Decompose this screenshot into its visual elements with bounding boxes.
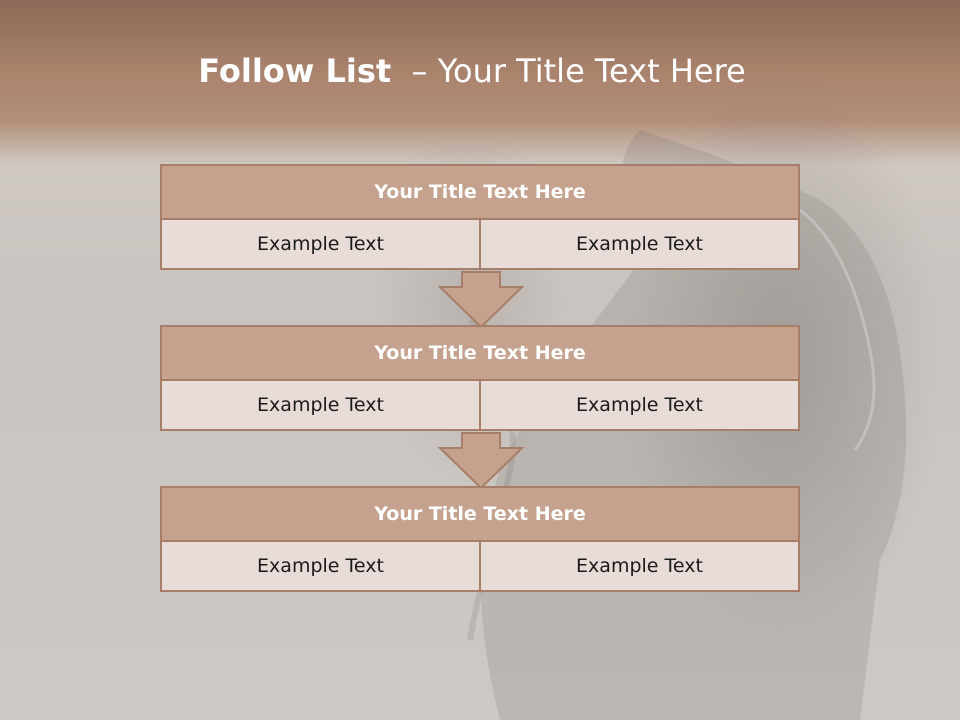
- block-cell-right: Example Text: [481, 542, 800, 592]
- arrow-down-icon: [438, 432, 524, 490]
- block-row: Example Text Example Text: [160, 542, 800, 592]
- list-block-3: Your Title Text Here Example Text Exampl…: [160, 486, 800, 592]
- block-cell-left: Example Text: [160, 220, 481, 270]
- slide-title-dash: –: [411, 52, 428, 90]
- block-title: Your Title Text Here: [160, 486, 800, 542]
- block-row: Example Text Example Text: [160, 220, 800, 270]
- arrow-down-icon: [438, 271, 524, 329]
- block-cell-left: Example Text: [160, 542, 481, 592]
- list-block-2: Your Title Text Here Example Text Exampl…: [160, 325, 800, 431]
- block-cell-right: Example Text: [481, 381, 800, 431]
- block-title: Your Title Text Here: [160, 325, 800, 381]
- slide-title-rest: Your Title Text Here: [437, 52, 746, 90]
- slide-title-bold: Follow List: [198, 52, 392, 90]
- slide-title: Follow List – Your Title Text Here: [0, 52, 944, 90]
- list-block-1: Your Title Text Here Example Text Exampl…: [160, 164, 800, 270]
- block-title: Your Title Text Here: [160, 164, 800, 220]
- block-cell-right: Example Text: [481, 220, 800, 270]
- block-row: Example Text Example Text: [160, 381, 800, 431]
- block-cell-left: Example Text: [160, 381, 481, 431]
